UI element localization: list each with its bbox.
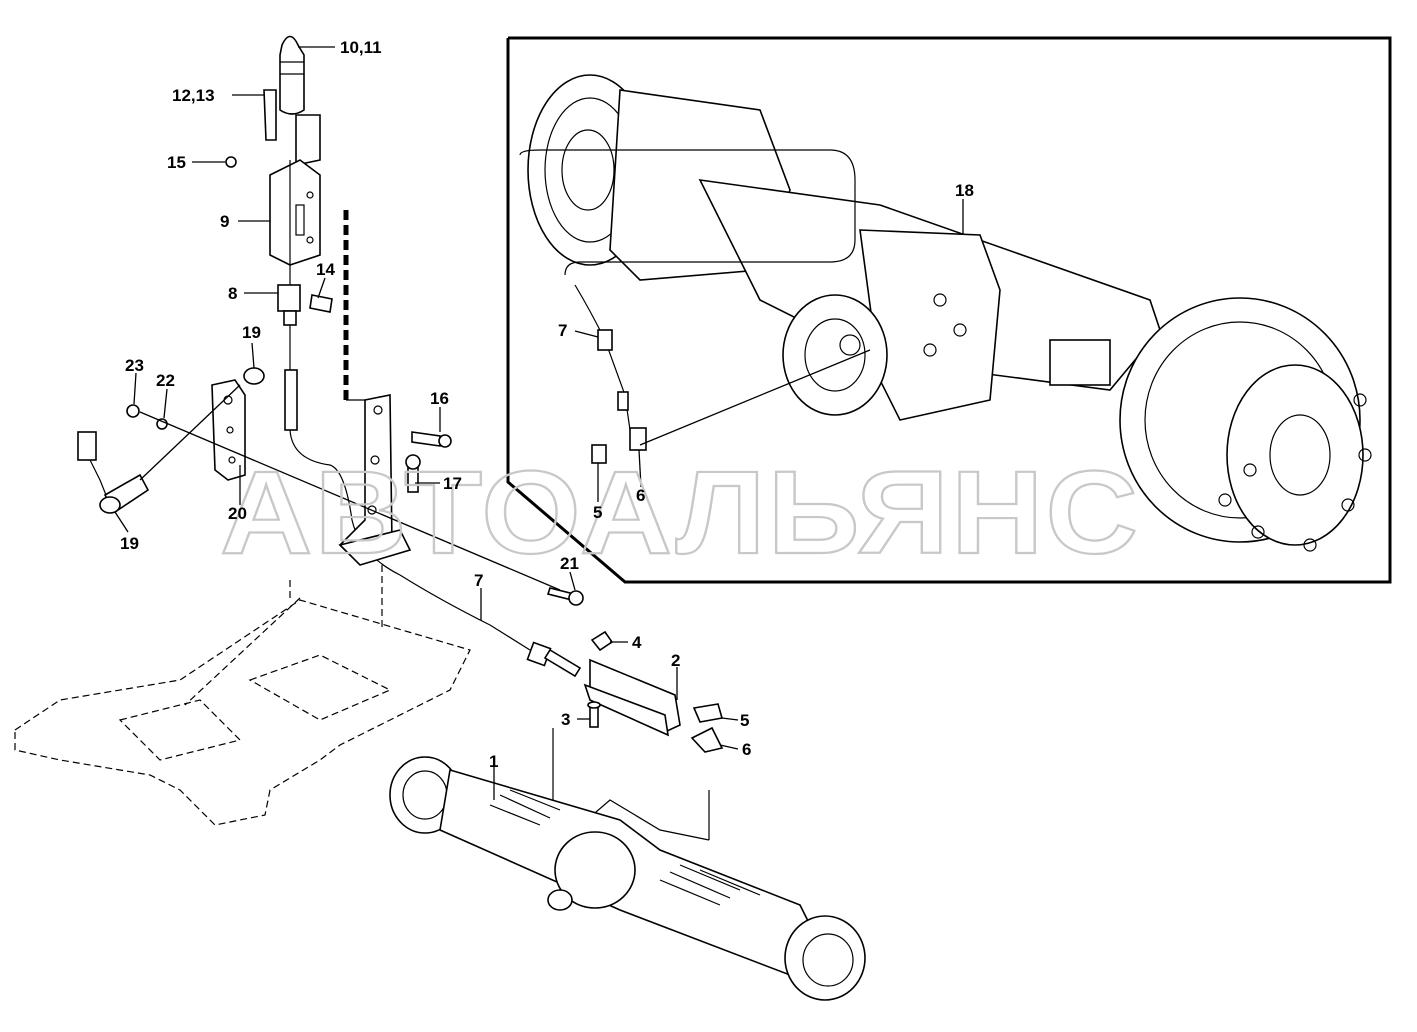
axle-shaft — [389, 728, 866, 1001]
callout-2: 2 — [671, 651, 680, 670]
inset-callout-5: 5 — [593, 503, 602, 522]
callout-16: 16 — [430, 389, 449, 408]
callout-19-top: 19 — [242, 323, 261, 342]
inset-frame — [506, 36, 1392, 584]
cable-bracket — [338, 394, 452, 566]
callout-4: 4 — [632, 633, 642, 652]
inset-callout-6: 6 — [636, 486, 645, 505]
callout-22: 22 — [156, 371, 175, 390]
switch-and-plate — [77, 367, 561, 591]
spline-ribs — [489, 789, 761, 906]
callout-12-13: 12,13 — [172, 86, 215, 105]
callout-10-11: 10,11 — [340, 38, 382, 57]
floor-panel — [14, 565, 471, 826]
rear-axle-housing — [527, 74, 1372, 552]
inset-callout-7: 7 — [558, 321, 567, 340]
callout-5: 5 — [740, 711, 749, 730]
lever-knob — [279, 35, 305, 115]
callout-8: 8 — [228, 284, 237, 303]
callout-9: 9 — [220, 212, 229, 231]
callout-21: 21 — [560, 554, 579, 573]
callout-labels: 10,11 12,13 15 9 8 14 19 23 22 16 17 20 … — [120, 38, 974, 771]
callout-20: 20 — [228, 504, 247, 523]
bracket-plate — [269, 159, 321, 266]
leader-lines — [114, 46, 964, 800]
callout-19-bottom: 19 — [120, 534, 139, 553]
callout-6: 6 — [742, 740, 751, 759]
cable-end-parts — [526, 630, 724, 753]
axle-detail-inset — [506, 36, 1392, 584]
callout-17: 17 — [443, 474, 462, 493]
callout-1: 1 — [489, 752, 498, 771]
inset-bubble — [519, 149, 856, 276]
callout-7: 7 — [474, 571, 483, 590]
callout-3: 3 — [561, 710, 570, 729]
callout-15: 15 — [167, 153, 186, 172]
callout-23: 23 — [125, 356, 144, 375]
shift-lever-assembly — [263, 35, 531, 651]
callout-14: 14 — [316, 260, 335, 279]
watermark-text: АВТОАЛЬЯНС — [220, 447, 1140, 579]
inset-callout-18: 18 — [955, 181, 974, 200]
bolt — [546, 587, 584, 606]
